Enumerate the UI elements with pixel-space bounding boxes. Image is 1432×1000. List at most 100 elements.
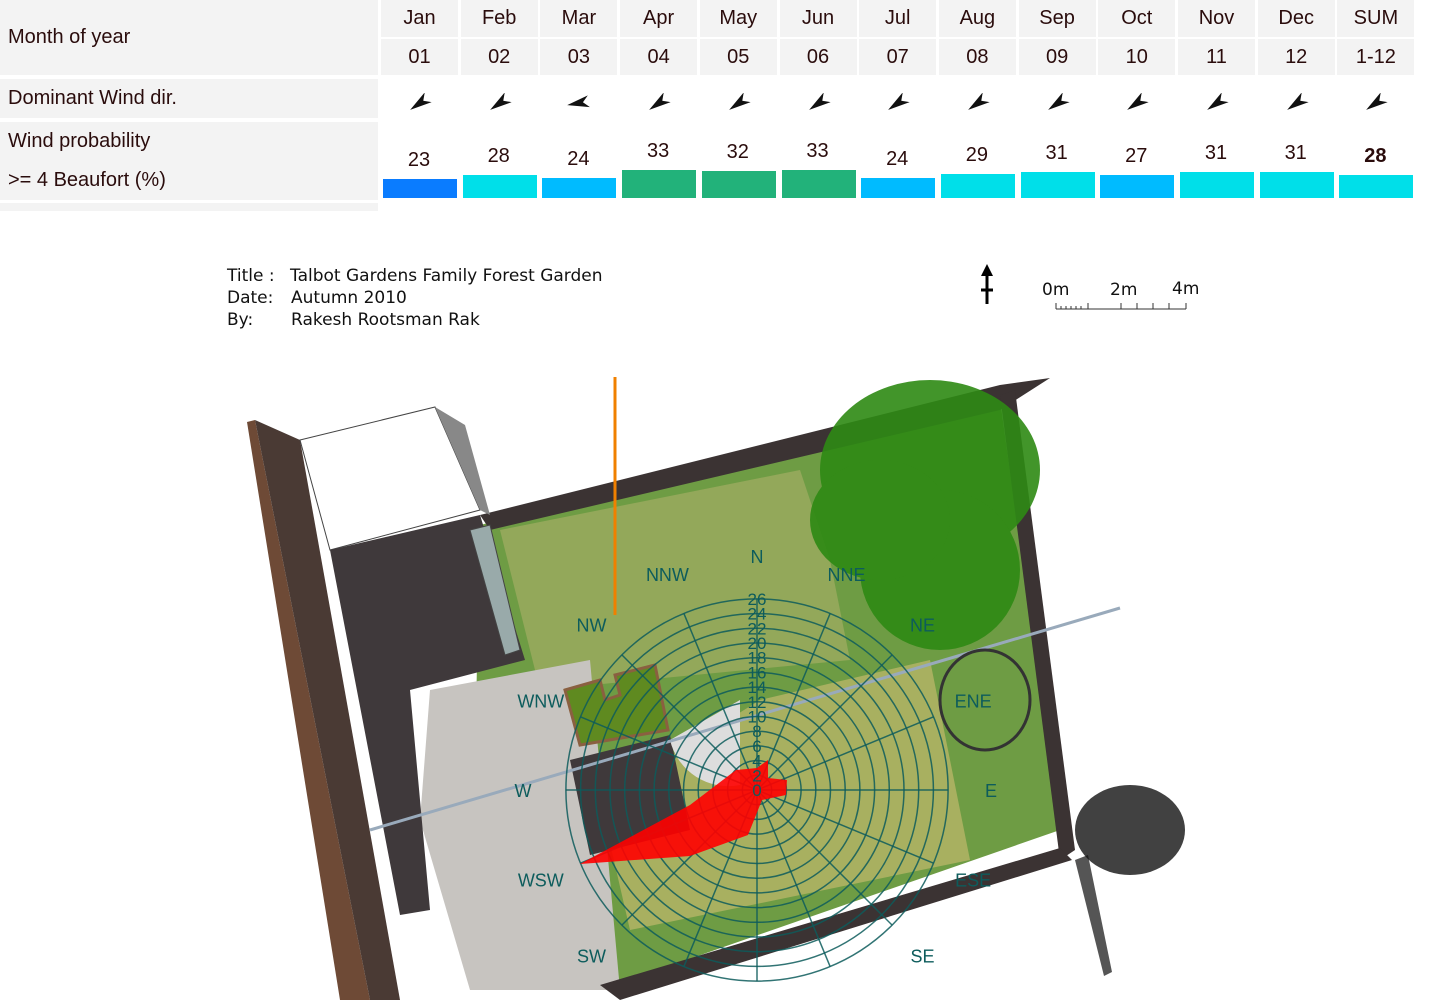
compass-label-nnw: NNW: [646, 565, 689, 585]
compass-label-ssw: SSW: [647, 997, 688, 1000]
month-number-sep: 09: [1018, 39, 1096, 75]
probability-bar: [462, 174, 537, 198]
month-name-sum: SUM: [1337, 0, 1415, 37]
probability-value: 28: [487, 144, 510, 167]
rose-spoke: [756, 654, 893, 791]
ring-label: 26: [748, 590, 767, 609]
wind-frequency-area: [580, 760, 787, 864]
probability-bar: [1100, 175, 1175, 198]
wind-rose: 02468101214161820222426NNNENEENEEESESESS…: [515, 547, 998, 1000]
compass-label-n: N: [751, 547, 764, 567]
month-number-feb: 02: [460, 39, 538, 75]
house-extension: [330, 515, 525, 915]
probability-value: 28: [1364, 144, 1387, 167]
upper-lawn: [500, 470, 850, 690]
probability-value: 23: [407, 149, 431, 171]
tree-canopy: [810, 380, 1040, 650]
wind-direction-arrow-icon: [1097, 83, 1177, 123]
compass-label-nw: NW: [577, 616, 607, 636]
rose-spoke: [756, 789, 934, 864]
probability-value: 33: [806, 140, 829, 162]
window: [469, 524, 521, 656]
probability-value: 24: [567, 148, 590, 171]
plan-author: Rakesh Rootsman Rak: [291, 310, 480, 330]
month-name-may: May: [699, 0, 777, 37]
probability-bar: [861, 178, 936, 198]
ring-label: 16: [748, 663, 767, 682]
rose-spoke: [756, 789, 893, 926]
ring-label: 20: [748, 634, 767, 653]
wind-direction-arrow-icon: [938, 83, 1018, 123]
ring-label: 4: [752, 752, 761, 771]
month-number-may: 05: [699, 39, 777, 75]
probability-bar: [1020, 171, 1095, 198]
scale-bar: [1055, 303, 1187, 310]
probability-bar: [1259, 171, 1334, 198]
probability-bar: [542, 178, 617, 198]
ring-label: 2: [752, 766, 761, 785]
month-number-oct: 10: [1098, 39, 1176, 75]
wind-direction-arrow-icon: [539, 83, 619, 123]
probability-bar: [701, 170, 776, 198]
plan-date: Autumn 2010: [291, 288, 407, 308]
wind-direction-arrow-icon: [779, 83, 859, 123]
paving: [420, 660, 620, 990]
wind-direction-arrow-icon: [1018, 83, 1098, 123]
month-name-feb: Feb: [460, 0, 538, 37]
shrub: [938, 648, 1032, 752]
compass-label-e: E: [985, 781, 997, 801]
ring-label: 22: [748, 619, 767, 638]
month-number-sum: 1-12: [1337, 39, 1415, 75]
probability-value: 31: [1284, 141, 1307, 164]
compass-label-ne: NE: [910, 616, 935, 636]
scale-label-0: 0m: [1042, 280, 1070, 300]
month-number-jan: 01: [381, 39, 458, 75]
ring-label: 8: [752, 722, 761, 741]
compass-label-nne: NNE: [828, 565, 866, 585]
house-wall: [247, 420, 370, 1000]
plan-title-label: Title :: [227, 266, 275, 286]
compass-label-w: W: [515, 781, 532, 801]
month-name-dec: Dec: [1257, 0, 1335, 37]
plan-date-label: Date:: [227, 288, 274, 308]
tree-outside: [1075, 785, 1185, 875]
compass-label-wsw: WSW: [518, 871, 564, 891]
compass-label-sse: SSE: [829, 997, 865, 1000]
row-spacer: [0, 203, 378, 211]
month-number-jun: 06: [779, 39, 857, 75]
wind-direction-arrow-icon: [699, 83, 779, 123]
probability-value: 24: [886, 148, 909, 171]
north-arrow-icon: [981, 264, 993, 304]
month-name-apr: Apr: [620, 0, 698, 37]
probability-value: 27: [1125, 145, 1148, 168]
probability-bar: [383, 179, 457, 198]
compass-label-se: SE: [910, 946, 934, 966]
wind-direction-arrow-icon: [1177, 83, 1257, 123]
row-label-wind-dir: Dominant Wind dir.: [0, 79, 378, 118]
wind-direction-arrow-icon: [380, 83, 460, 123]
rose-spoke: [756, 789, 831, 967]
house-side: [255, 420, 400, 1000]
ring-label: 14: [748, 678, 767, 697]
month-name-nov: Nov: [1178, 0, 1255, 37]
prob-label-line1: Wind probability: [8, 130, 151, 152]
probability-value: 31: [1045, 141, 1068, 164]
prob-label-line2: >= 4 Beaufort (%): [8, 169, 166, 191]
rose-spoke: [621, 654, 758, 791]
row-label-month: Month of year: [0, 0, 378, 75]
month-name-oct: Oct: [1098, 0, 1176, 37]
rose-spoke: [756, 716, 934, 791]
ring-label: 24: [748, 605, 767, 624]
probability-value: 29: [965, 143, 989, 166]
wind-direction-arrow-icon: [460, 83, 540, 123]
row-label-probability: Wind probability >= 4 Beaufort (%): [0, 122, 378, 200]
month-number-dec: 12: [1257, 39, 1335, 75]
probability-value: 31: [1204, 141, 1228, 164]
month-name-aug: Aug: [938, 0, 1016, 37]
probability-value: 33: [646, 140, 670, 162]
probability-bar: [940, 173, 1015, 198]
probability-bar: [1339, 174, 1414, 198]
ring-label: 12: [748, 693, 767, 712]
month-number-nov: 11: [1178, 39, 1255, 75]
rose-spoke: [683, 613, 758, 791]
